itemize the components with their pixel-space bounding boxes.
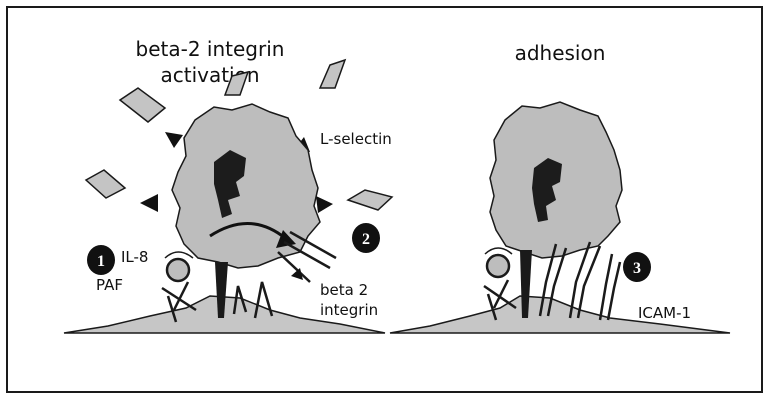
step-3-badge: 3 <box>623 252 651 282</box>
label-il8: IL-8 <box>121 248 148 266</box>
leukocyte-cell-left <box>172 104 320 268</box>
step-1-badge: 1 <box>87 245 115 275</box>
right-title: adhesion <box>515 41 606 65</box>
fragment-left <box>86 170 125 198</box>
arrowhead-upper-left <box>165 132 183 148</box>
fragment-upper-left <box>120 88 165 122</box>
right-panel: adhesion 3 IC <box>390 41 730 333</box>
step-3-number: 3 <box>633 260 641 277</box>
label-icam1: ICAM-1 <box>638 304 691 322</box>
label-lselectin: L-selectin <box>320 130 392 148</box>
arrowhead-right <box>316 196 333 213</box>
fragment-upper-right <box>320 60 345 88</box>
label-beta2-line2: integrin <box>320 301 378 319</box>
label-paf: PAF <box>96 276 123 294</box>
integrin-line-3 <box>278 252 310 282</box>
step-1-number: 1 <box>97 253 105 270</box>
step-2-badge: 2 <box>352 223 380 253</box>
arrowhead-left <box>140 194 158 212</box>
bond-2-right <box>578 246 600 318</box>
receptor-arc <box>165 252 193 258</box>
step-2-number: 2 <box>362 231 370 248</box>
receptor-right-head <box>487 255 509 277</box>
receptor-right-arc <box>485 248 512 254</box>
receptor-head <box>167 259 189 281</box>
left-title-line1: beta-2 integrin <box>136 37 285 61</box>
fragment-right <box>348 190 392 210</box>
label-beta2-line1: beta 2 <box>320 281 368 299</box>
left-panel: beta-2 integrin activation <box>64 37 392 333</box>
